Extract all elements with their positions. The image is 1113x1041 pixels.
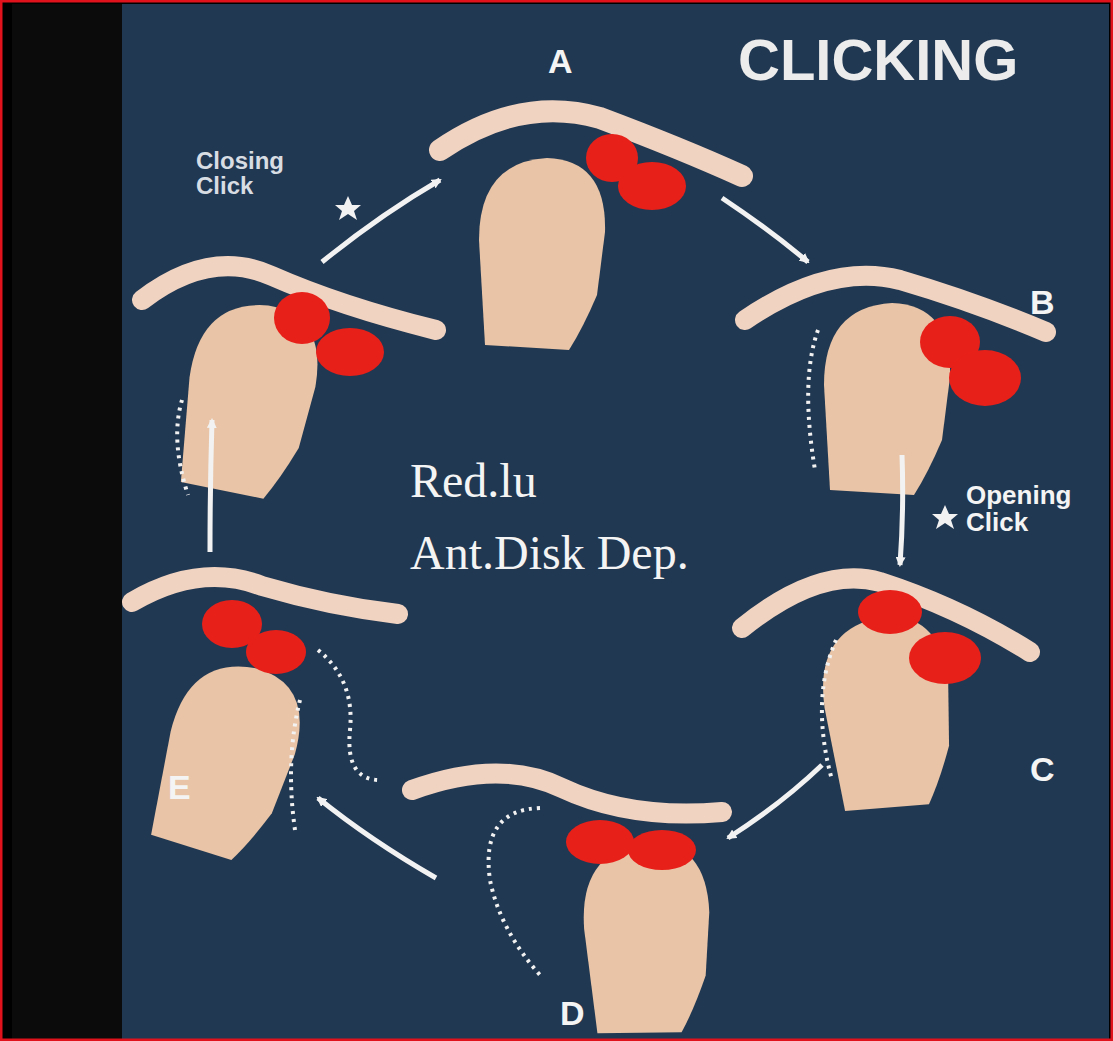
arrow [318,798,436,878]
disc [949,350,1021,406]
fossa [745,276,1046,332]
disc [246,630,306,674]
disc [628,830,696,870]
click-star [932,505,958,529]
left-strip [12,4,122,1041]
arrow [728,765,822,838]
click-note: Closing Click [196,148,306,198]
stage-letter: A [548,44,573,80]
stage-letter: E [168,770,191,806]
disc [909,632,981,684]
arrow [900,455,903,565]
dotted-outline [808,330,818,470]
cycle-arrows [210,180,903,878]
dotted-outline [318,650,380,780]
dotted-outline [291,700,300,830]
slide-ground [122,4,1109,1041]
disc [618,162,686,210]
stage-e [132,577,398,869]
fossa [132,577,398,614]
slide-note: Ant.Disk Dep. [410,528,689,578]
fossa [742,578,1030,652]
disc [316,328,384,376]
slide-note: Red.lu [410,456,537,506]
dotted-outline [822,640,836,780]
stage-letter: C [1030,752,1055,788]
disc [858,590,922,634]
stage-letter: B [1030,285,1055,321]
condyle [578,838,717,1038]
stage-letter: D [560,996,585,1032]
dotted-outline [489,808,540,975]
condyle [479,158,605,350]
stage-a [440,111,742,350]
dotted-outline [177,400,188,495]
condyle [144,652,313,869]
slide-title: CLICKING [738,30,1018,91]
arrow [722,198,808,262]
arrow [210,420,212,552]
stage-f [142,266,436,503]
arrow [322,180,440,262]
click-note: Opening Click [966,482,1106,537]
click-star [335,196,361,220]
stage-b [745,276,1046,495]
fossa [412,773,722,813]
disc [274,292,330,344]
stage-c [742,578,1030,816]
stage-d [412,773,722,1038]
disc [566,820,634,864]
